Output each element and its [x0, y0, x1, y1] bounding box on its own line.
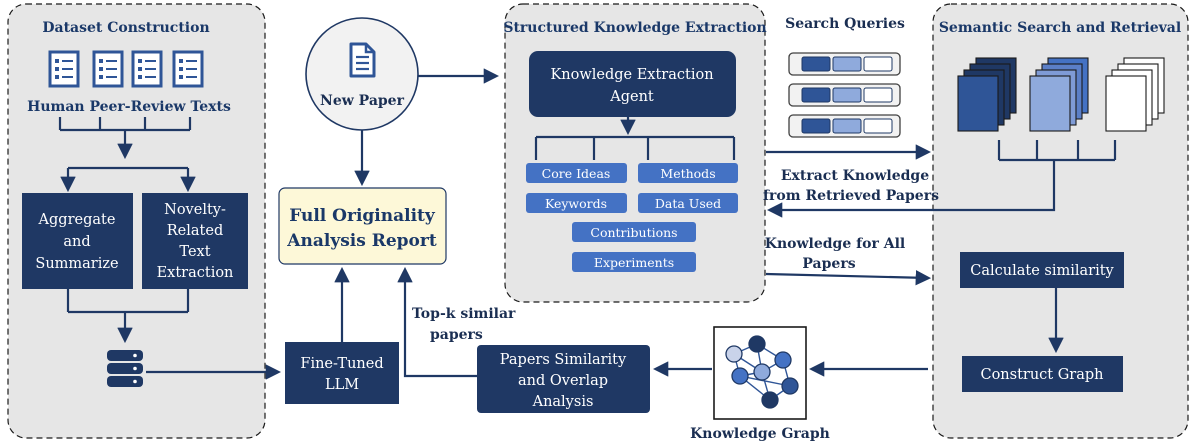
report-line: Full Originality: [289, 206, 436, 226]
report-line: Analysis Report: [286, 231, 437, 251]
similarity-line: and Overlap: [518, 373, 608, 389]
similarity-line: Analysis: [532, 394, 594, 410]
aggregate-summarize-box: [22, 193, 133, 289]
topk-line: papers: [430, 327, 483, 343]
tag-experiments: [572, 252, 696, 272]
arrow-topk-to-report: [397, 266, 477, 378]
novelty-line: Extraction: [157, 265, 234, 281]
paper-icon: [349, 42, 376, 78]
tag-keywords: [526, 193, 627, 213]
tag-methods: [638, 163, 738, 183]
knowledge-graph-label: Knowledge Graph: [690, 426, 830, 442]
arrow-to-similarity: [765, 269, 932, 286]
retrieval-panel-title: Semantic Search and Retrieval: [939, 20, 1181, 36]
document-icons: [48, 50, 204, 88]
extraction-panel-title: Structured Knowledge Extraction: [503, 20, 766, 36]
similarity-analysis-box: [477, 345, 650, 413]
search-queries-label: Search Queries: [785, 16, 905, 32]
construct-label: Construct Graph: [980, 367, 1103, 383]
extract-knowledge-line: from Retrieved Papers: [763, 188, 939, 204]
knowledge-all-line: Knowledge for All: [765, 236, 905, 252]
human-texts-label: Human Peer-Review Texts: [27, 99, 231, 115]
arrow-retrieved-to-extraction: [766, 160, 1056, 218]
aggregate-line: and: [63, 234, 90, 250]
extract-knowledge-line: Extract Knowledge: [781, 168, 929, 184]
topk-line: Top-k similar: [412, 306, 516, 322]
retrieved-docs-medium: [1029, 57, 1089, 132]
dataset-panel-title: Dataset Construction: [42, 20, 209, 36]
query-bar: [788, 52, 901, 76]
agent-line: Knowledge Extraction: [550, 67, 713, 83]
tree-connector: [534, 135, 736, 160]
document-icon: [92, 50, 124, 88]
tag-contributions: [572, 222, 696, 242]
construct-graph-box: [962, 356, 1123, 392]
tag-data-used: [638, 193, 738, 213]
query-bar: [788, 114, 901, 138]
tag-core-ideas: [526, 163, 627, 183]
llm-line: Fine-Tuned: [300, 356, 383, 372]
document-icon: [48, 50, 80, 88]
docs-connector: [997, 140, 1117, 162]
merge-connector: [66, 289, 190, 314]
calculate-similarity-box: [960, 252, 1124, 288]
tag-label: Data Used: [655, 196, 721, 211]
knowledge-all-line: Papers: [802, 256, 855, 272]
extraction-agent-box: [529, 51, 736, 117]
tag-label: Core Ideas: [542, 166, 611, 181]
query-bar: [788, 83, 901, 107]
aggregate-line: Summarize: [35, 256, 118, 272]
database-icon: [107, 350, 143, 387]
llm-line: LLM: [325, 377, 359, 393]
tag-label: Experiments: [594, 255, 674, 270]
tag-label: Contributions: [590, 225, 677, 240]
aggregate-line: Aggregate: [38, 212, 116, 228]
novelty-line: Related: [167, 223, 223, 239]
new-paper-label: New Paper: [320, 93, 405, 109]
document-icon: [131, 50, 163, 88]
novelty-line: Text: [179, 244, 210, 260]
similarity-line: Papers Similarity: [500, 352, 627, 368]
fine-tuned-llm-box: [285, 342, 399, 404]
query-bars: [788, 52, 901, 138]
novelty-line: Novelty-: [164, 202, 226, 218]
originality-report-box: [278, 187, 447, 265]
tag-label: Methods: [660, 166, 715, 181]
retrieved-docs-dark: [957, 57, 1017, 132]
novelty-extraction-box: [142, 193, 248, 289]
calc-label: Calculate similarity: [970, 263, 1114, 279]
document-icon: [172, 50, 204, 88]
tag-label: Keywords: [545, 196, 607, 211]
dataset-construction-panel: [7, 3, 266, 439]
agent-line: Agent: [609, 89, 654, 105]
retrieved-docs-light: [1105, 57, 1165, 132]
graph-nodes: [725, 335, 799, 409]
